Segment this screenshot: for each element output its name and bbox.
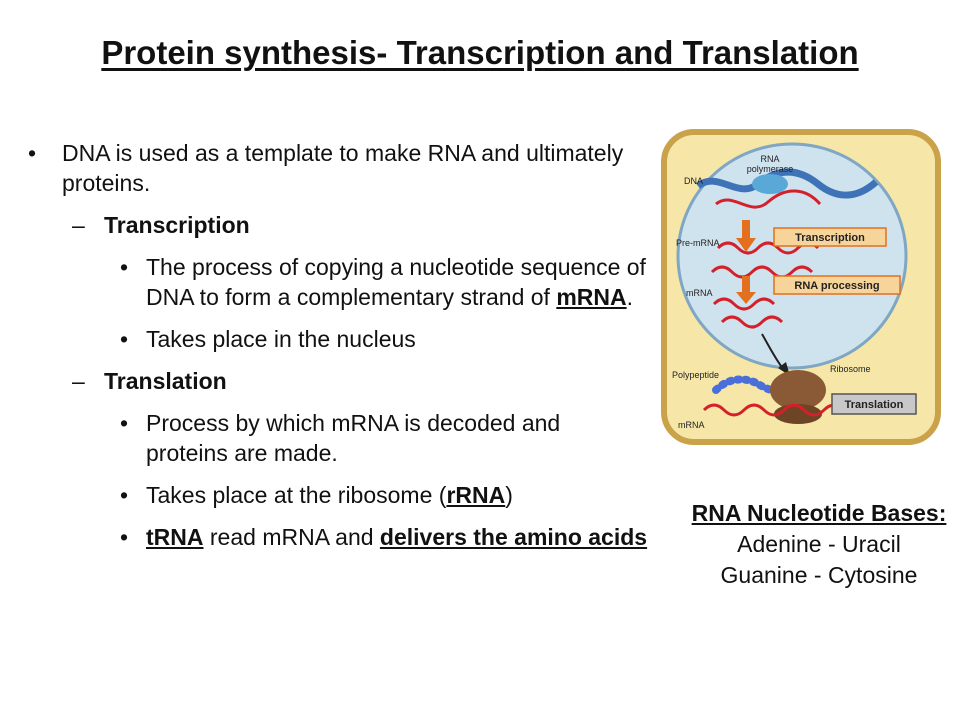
rna-processing-label-box — [773, 275, 901, 295]
bullet-translation-decoding: Process by which mRNA is decoded and pro… — [28, 408, 648, 468]
transcription-arrowhead — [736, 238, 756, 252]
rna-bases-heading: RNA Nucleotide Bases: — [691, 500, 947, 526]
bullet-text: . — [626, 284, 633, 310]
transcription-label-box — [773, 227, 887, 247]
term-rrna: rRNA — [446, 482, 506, 508]
ribosome-large-subunit — [770, 370, 826, 410]
bullet-text: Takes place at the ribosome ( — [146, 482, 447, 508]
base-pair-guanine-cytosine: Guanine - Cytosine — [720, 562, 918, 588]
subheading-transcription: Transcription — [28, 210, 648, 240]
bullet-dna-template: DNA is used as a template to make RNA an… — [28, 138, 648, 198]
diagram-label-dna: DNA — [684, 176, 703, 186]
base-pair-adenine-uracil: Adenine - Uracil — [737, 531, 901, 557]
diagram-label-rna-polymerase-line1: RNA — [760, 154, 779, 164]
protein-synthesis-diagram: Transcription RNA processing DNA RNA pol… — [658, 128, 944, 446]
mrna-cytoplasm-strand — [702, 403, 846, 417]
bullet-text: The process of copying a nucleotide sequ… — [146, 254, 646, 310]
rna-polymerase-blob — [752, 174, 788, 194]
rna-transcript — [715, 189, 822, 209]
bullet-text: read mRNA and — [203, 524, 380, 550]
bullet-transcription-location: Takes place in the nucleus — [28, 324, 648, 354]
rna-bases-panel: RNA Nucleotide Bases: Adenine - Uracil G… — [680, 498, 958, 591]
nucleus — [676, 142, 908, 370]
bullet-transcription-copying: The process of copying a nucleotide sequ… — [28, 252, 648, 312]
subheading-translation: Translation — [28, 366, 648, 396]
term-trna: tRNA — [146, 524, 204, 550]
diagram-label-mrna-bottom: mRNA — [678, 420, 705, 430]
processing-arrowhead — [736, 292, 756, 304]
pre-mrna-strand-2 — [710, 265, 814, 279]
diagram-label-rna-polymerase-line2: polymerase — [747, 164, 794, 174]
diagram-label-translation: Translation — [845, 399, 904, 411]
translation-label-box — [831, 393, 917, 415]
transcription-arrow — [742, 220, 750, 238]
bullet-translation-location: Takes place at the ribosome (rRNA) — [28, 480, 648, 510]
bullet-text: ) — [505, 482, 513, 508]
mrna-strand — [712, 297, 776, 311]
term-delivers-amino-acids: delivers the amino acids — [379, 524, 648, 550]
slide-title: Protein synthesis- Transcription and Tra… — [101, 34, 859, 71]
diagram-label-ribosome: Ribosome — [830, 364, 871, 374]
dna-strand — [695, 168, 879, 199]
bullet-trna-delivery: tRNA read mRNA and delivers the amino ac… — [28, 522, 648, 552]
diagram-label-mrna-top: mRNA — [686, 288, 713, 298]
term-mrna: mRNA — [556, 284, 627, 310]
diagram-label-polypeptide: Polypeptide — [672, 370, 719, 380]
diagram-label-rna-processing: RNA processing — [794, 280, 879, 292]
diagram-label-pre-mrna: Pre-mRNA — [676, 238, 720, 248]
slide-content: DNA is used as a template to make RNA an… — [28, 138, 648, 564]
cell-diagram-svg: Transcription RNA processing DNA RNA pol… — [661, 129, 941, 445]
diagram-label-transcription: Transcription — [795, 232, 865, 244]
mrna-strand-2 — [720, 315, 784, 329]
processing-arrow — [742, 276, 750, 292]
